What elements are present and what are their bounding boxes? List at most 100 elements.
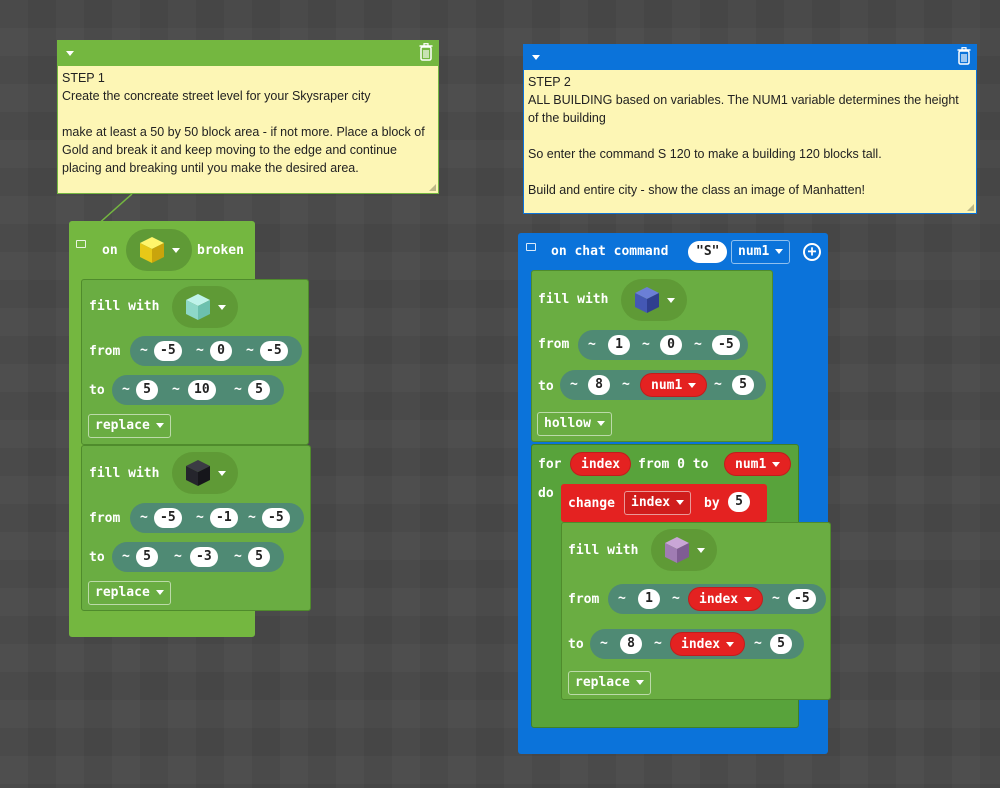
- to-label: to: [538, 379, 554, 394]
- x-field[interactable]: 5: [136, 547, 158, 567]
- y-field[interactable]: -3: [190, 547, 218, 567]
- fill-mode-dropdown[interactable]: replace: [88, 414, 171, 438]
- trash-icon[interactable]: [957, 47, 971, 65]
- from-to-label: from 0 to: [638, 457, 709, 472]
- chevron-down-icon: [596, 421, 605, 426]
- change-variable-dropdown[interactable]: index: [624, 491, 692, 515]
- do-label: do: [538, 486, 554, 501]
- change-value-field[interactable]: 5: [728, 492, 750, 512]
- trash-icon[interactable]: [419, 43, 433, 61]
- triangle-down-icon[interactable]: [66, 51, 74, 56]
- x-field[interactable]: 8: [588, 375, 610, 395]
- comment-header[interactable]: [523, 44, 977, 70]
- z-field[interactable]: 5: [770, 634, 792, 654]
- from-position[interactable]: ~ -5 ~ -1 ~ -5: [130, 503, 304, 533]
- z-field[interactable]: 5: [248, 547, 270, 567]
- chevron-down-icon: [635, 680, 644, 685]
- purpur-block-icon: [665, 537, 689, 563]
- comment-step-1[interactable]: STEP 1 Create the concreate street level…: [57, 40, 439, 194]
- chevron-down-icon: [772, 462, 781, 467]
- to-position[interactable]: ~ 8 ~ index ~ 5: [590, 629, 804, 659]
- change-label: change: [568, 496, 615, 511]
- y-field[interactable]: 10: [188, 380, 216, 400]
- x-field[interactable]: -5: [154, 508, 182, 528]
- block-picker[interactable]: [651, 529, 717, 571]
- diamond-block-icon: [186, 294, 210, 320]
- gold-block-icon: [140, 237, 164, 263]
- chevron-down-icon: [218, 305, 226, 310]
- broken-label: broken: [197, 243, 244, 258]
- chevron-down-icon: [155, 590, 164, 595]
- y-field[interactable]: -1: [210, 508, 238, 528]
- z-field[interactable]: -5: [262, 508, 290, 528]
- chevron-down-icon: [218, 471, 226, 476]
- command-string-field[interactable]: "S": [688, 241, 728, 263]
- chevron-down-icon: [697, 548, 705, 553]
- fill-mode-dropdown[interactable]: replace: [88, 581, 171, 605]
- fill-with-label: fill with: [89, 466, 160, 481]
- chevron-down-icon: [688, 383, 697, 388]
- from-label: from: [89, 344, 121, 359]
- on-chat-command-label: on chat command: [551, 244, 669, 259]
- variable-dropdown[interactable]: num1: [640, 373, 708, 397]
- add-parameter-icon[interactable]: +: [803, 243, 821, 261]
- x-field[interactable]: 1: [608, 335, 630, 355]
- from-label: from: [568, 592, 600, 607]
- from-position[interactable]: ~ 1 ~ 0 ~ -5: [578, 330, 748, 360]
- fill-with-label: fill with: [568, 543, 639, 558]
- for-label: for: [538, 457, 562, 472]
- to-position[interactable]: ~ 5 ~ 10 ~ 5: [112, 375, 284, 405]
- chevron-down-icon: [155, 423, 164, 428]
- triangle-down-icon[interactable]: [532, 55, 540, 60]
- block-picker[interactable]: [126, 229, 192, 271]
- fill-mode-dropdown[interactable]: hollow: [537, 412, 612, 436]
- x-field[interactable]: -5: [154, 341, 182, 361]
- fill-mode-dropdown[interactable]: replace: [568, 671, 651, 695]
- to-label: to: [568, 637, 584, 652]
- x-field[interactable]: 1: [638, 589, 660, 609]
- chevron-down-icon: [172, 248, 180, 253]
- z-field[interactable]: -5: [260, 341, 288, 361]
- y-field[interactable]: 0: [210, 341, 232, 361]
- block-picker[interactable]: [621, 279, 687, 321]
- obsidian-block-icon: [186, 460, 210, 486]
- block-picker[interactable]: [172, 452, 238, 494]
- to-label: to: [89, 550, 105, 565]
- on-label: on: [102, 243, 118, 258]
- chevron-down-icon: [676, 500, 685, 505]
- chevron-down-icon: [775, 249, 784, 254]
- comment-header[interactable]: [57, 40, 439, 66]
- z-field[interactable]: 5: [732, 375, 754, 395]
- z-field[interactable]: -5: [712, 335, 740, 355]
- param-dropdown[interactable]: num1: [731, 240, 791, 264]
- y-field[interactable]: 0: [660, 335, 682, 355]
- chevron-down-icon: [744, 597, 753, 602]
- by-label: by: [704, 496, 720, 511]
- x-field[interactable]: 5: [136, 380, 158, 400]
- loop-variable-field[interactable]: index: [570, 452, 632, 476]
- variable-dropdown[interactable]: index: [688, 587, 764, 611]
- comment-icon[interactable]: [76, 240, 86, 248]
- chevron-down-icon: [667, 298, 675, 303]
- chevron-down-icon: [726, 642, 735, 647]
- block-picker[interactable]: [172, 286, 238, 328]
- fill-with-label: fill with: [89, 299, 160, 314]
- lapis-block-icon: [635, 287, 659, 313]
- variable-dropdown[interactable]: index: [670, 632, 746, 656]
- z-field[interactable]: -5: [788, 589, 816, 609]
- comment-icon[interactable]: [526, 243, 536, 251]
- loop-limit-dropdown[interactable]: num1: [724, 452, 792, 476]
- comment-step-2[interactable]: STEP 2 ALL BUILDING based on variables. …: [523, 44, 977, 214]
- to-position[interactable]: ~ 5 ~ -3 ~ 5: [112, 542, 284, 572]
- to-label: to: [89, 383, 105, 398]
- x-field[interactable]: 8: [620, 634, 642, 654]
- comment-text[interactable]: STEP 2 ALL BUILDING based on variables. …: [523, 70, 977, 214]
- z-field[interactable]: 5: [248, 380, 270, 400]
- to-position[interactable]: ~ 8 ~ num1 ~ 5: [560, 370, 766, 400]
- from-position[interactable]: ~ -5 ~ 0 ~ -5: [130, 336, 302, 366]
- comment-text[interactable]: STEP 1 Create the concreate street level…: [57, 66, 439, 194]
- from-position[interactable]: ~ 1 ~ index ~ -5: [608, 584, 826, 614]
- from-label: from: [538, 337, 570, 352]
- fill-with-label: fill with: [538, 292, 609, 307]
- from-label: from: [89, 511, 121, 526]
